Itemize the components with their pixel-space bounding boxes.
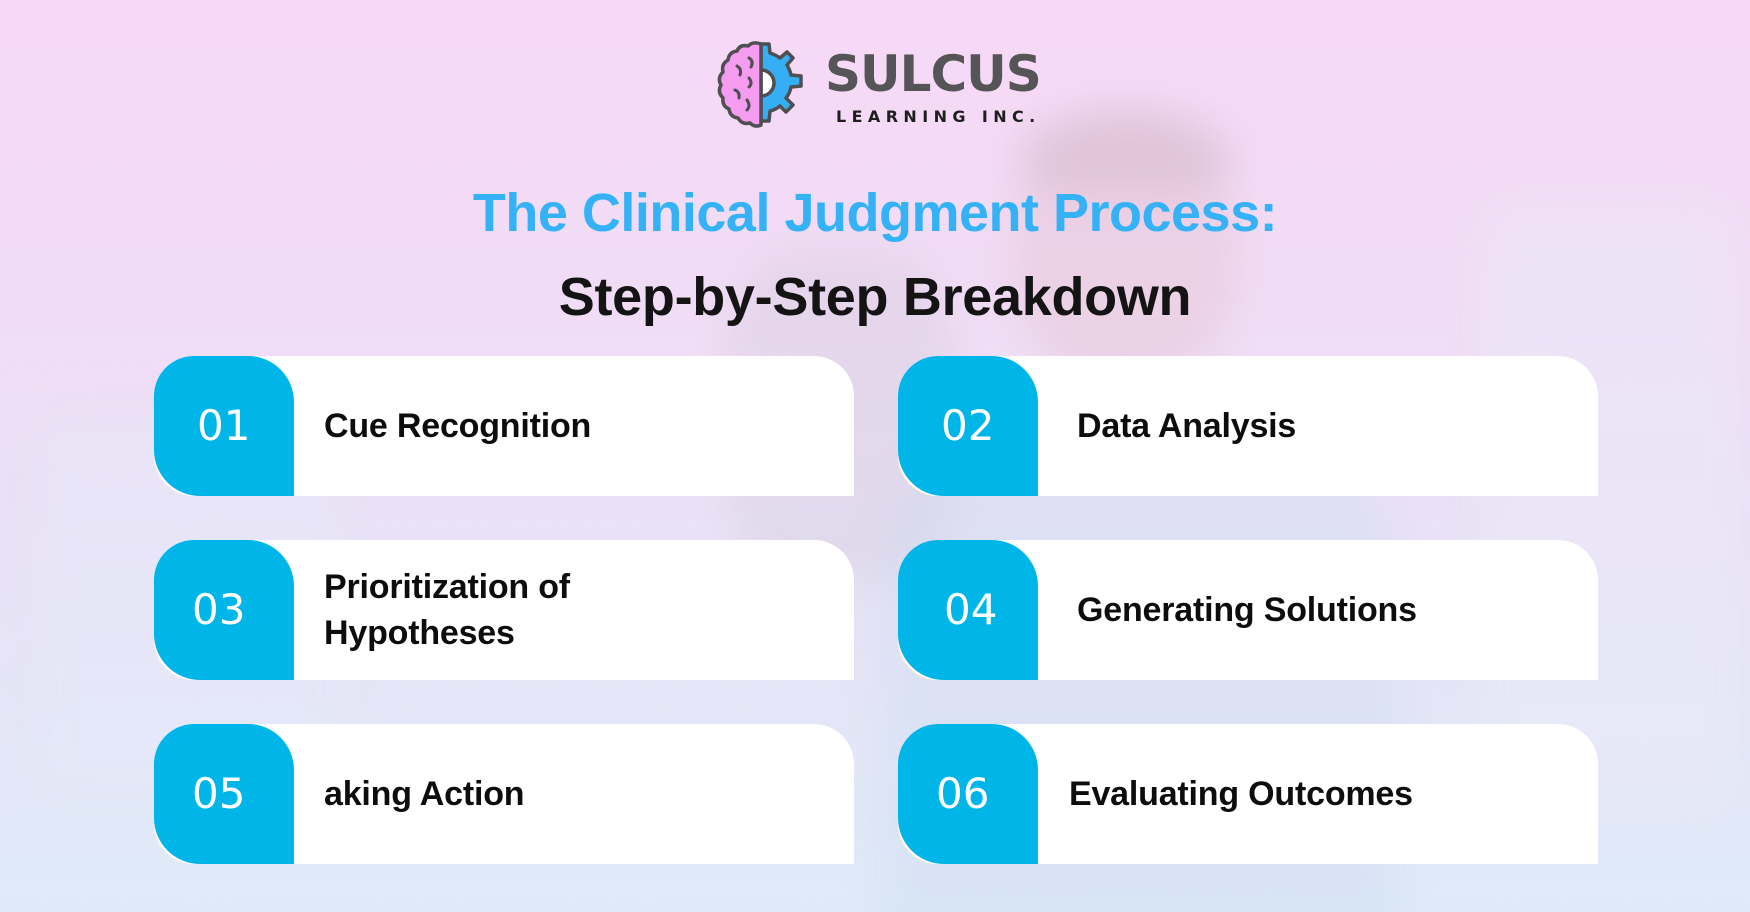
brain-gear-icon	[717, 41, 803, 128]
step-number: 01	[197, 401, 251, 450]
step-label: Evaluating Outcomes	[1069, 724, 1413, 864]
step-label: Generating Solutions	[1077, 540, 1417, 680]
page-subtitle: Step-by-Step Breakdown	[558, 267, 1192, 327]
page-title: The Clinical Judgment Process:	[472, 183, 1278, 243]
step-label-text: Data Analysis	[1077, 407, 1297, 445]
step-label-text: Generating Solutions	[1077, 591, 1417, 629]
step-card-data-analysis: 02 Data Analysis	[898, 356, 1598, 496]
step-number-badge: 01	[154, 356, 294, 496]
step-card-generating-solutions: 04 Generating Solutions	[898, 540, 1598, 680]
step-label: aking Action	[324, 724, 525, 864]
step-number: 02	[941, 401, 995, 450]
step-number-badge: 02	[898, 356, 1038, 496]
step-label-text: aking Action	[324, 775, 525, 813]
background-person-head-shape	[1010, 120, 1240, 390]
step-label: Cue Recognition	[324, 356, 591, 496]
step-label: Data Analysis	[1077, 356, 1296, 496]
step-number: 04	[944, 585, 998, 634]
step-label-text: Cue Recognition	[324, 407, 592, 445]
brand-logo: SULCUS LEARNING INC.	[713, 40, 1043, 130]
step-label-line-2: Hypotheses	[324, 614, 515, 652]
background-person-hair-shape	[1020, 110, 1230, 190]
step-card-cue-recognition: 01 Cue Recognition	[154, 356, 854, 496]
step-label-line-1: Prioritization of	[324, 568, 570, 606]
step-label-text: Evaluating Outcomes	[1069, 775, 1413, 813]
brand-name: SULCUS	[825, 45, 1042, 103]
step-number-badge: 06	[898, 724, 1038, 864]
step-number-badge: 03	[154, 540, 294, 680]
step-number-badge: 05	[154, 724, 294, 864]
step-card-evaluating-outcomes: 06 Evaluating Outcomes	[898, 724, 1598, 864]
step-card-taking-action: 05 aking Action	[154, 724, 854, 864]
step-label: Prioritization of Hypotheses	[324, 540, 570, 680]
step-number-badge: 04	[898, 540, 1038, 680]
step-number: 06	[936, 769, 990, 818]
step-card-prioritization-of-hypotheses: 03 Prioritization of Hypotheses	[154, 540, 854, 680]
step-number: 03	[192, 585, 246, 634]
brand-tagline: LEARNING INC.	[836, 107, 1041, 126]
step-number: 05	[192, 769, 246, 818]
